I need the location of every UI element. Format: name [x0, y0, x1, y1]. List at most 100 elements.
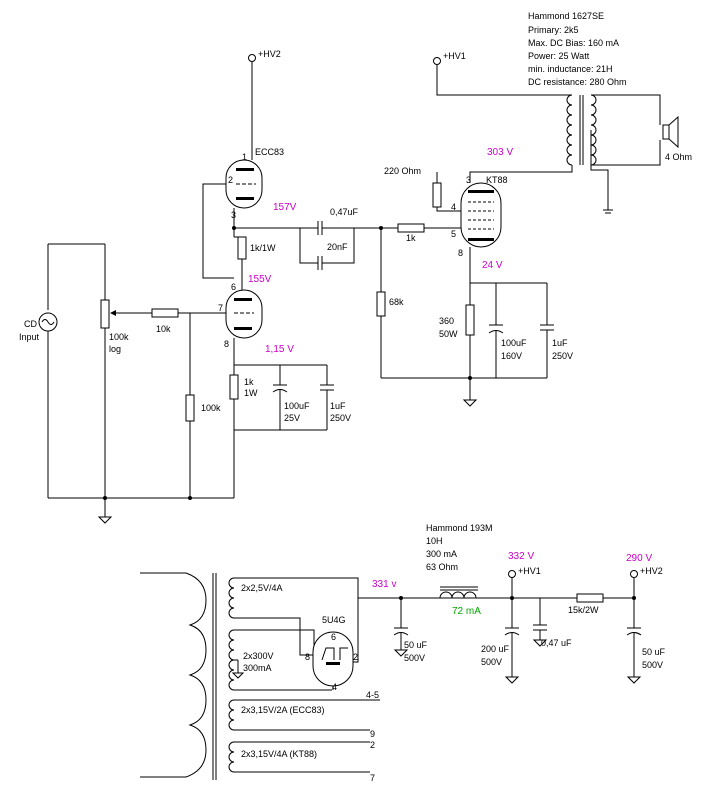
c100u-in-v: 25V [284, 413, 300, 423]
sec-fil2-label: 2x3,15V/2A (ECC83) [241, 705, 325, 715]
speaker-icon [662, 115, 679, 149]
cap-200uf [504, 598, 520, 677]
choke-label: 10H [426, 536, 443, 546]
potentiometer-100k [100, 299, 116, 329]
resistor-10k [113, 308, 179, 318]
cap-047uf-psu [533, 598, 547, 640]
r100k-label: 100k [201, 403, 221, 413]
cap-50uf-first [393, 596, 409, 650]
ground-icon-psu3 [532, 639, 548, 647]
choke-label: Hammond 193M [426, 523, 493, 533]
voltage-157: 157V [273, 202, 297, 213]
resistor-1k1w [234, 236, 247, 290]
rectifier-5u4g [312, 631, 354, 687]
pin-label: 2 [228, 175, 233, 185]
voltage-24: 24 V [482, 260, 503, 271]
c200u-label: 200 uF [481, 644, 510, 654]
c50u-b-label: 50 uF [642, 647, 666, 657]
pin-label: 8 [458, 248, 463, 258]
pin-label: 3 [466, 175, 471, 185]
hv1-label-top: +HV1 [443, 51, 466, 61]
c100u-out-label: 100uF [501, 338, 527, 348]
cap-047uf-coupling [234, 221, 381, 235]
r15k-label: 15k/2W [568, 605, 599, 615]
resistor-1k-cathode [229, 365, 239, 430]
pot-log-label: log [109, 344, 121, 354]
r1k1w-label: 1k/1W [250, 243, 276, 253]
output-transformer [436, 65, 661, 210]
cap-20nf-coupling [299, 228, 355, 270]
hv2-label-top: +HV2 [258, 49, 281, 59]
ground-icon-kt88 [462, 399, 478, 407]
resistor-68k [376, 228, 386, 378]
pin-label: 8 [305, 652, 310, 662]
c50u-b-v: 500V [642, 660, 663, 670]
voltage-115: 1,15 V [265, 344, 294, 355]
c50u-a-v: 500V [404, 653, 425, 663]
cap-1uf-input [320, 365, 334, 430]
spec-line: Power: 25 Watt [528, 51, 590, 61]
voltage-155: 155V [248, 274, 272, 285]
hv2-terminal-psu [630, 570, 638, 598]
pin-label: 5 [451, 229, 456, 239]
ground-icon-ct [231, 672, 245, 679]
input-label: Input [19, 332, 40, 342]
cd-label: CD [24, 319, 37, 329]
pin-label: 7 [370, 773, 375, 783]
choke-label: 63 Ohm [426, 562, 458, 572]
hv1-terminal-top [433, 57, 441, 65]
c100u-out-v: 160V [501, 351, 522, 361]
hammond-spec-block: Hammond 1627SE Primary: 2k5 Max. DC Bias… [528, 11, 627, 87]
r1k-grid-label: 1k [406, 233, 416, 243]
pin-label: 6 [331, 632, 336, 642]
r68k-label: 68k [389, 297, 404, 307]
kt88-tube [460, 182, 502, 248]
choke-193m [439, 586, 577, 599]
hv1-terminal-psu [508, 570, 516, 598]
ecc83-lower-triode [225, 289, 263, 339]
choke-label: 300 mA [426, 549, 457, 559]
voltage-303: 303 V [487, 147, 513, 158]
r360-label: 360 [439, 316, 454, 326]
resistor-1k-grid [380, 223, 461, 233]
pin-label: 2 [370, 740, 375, 750]
pin-label: 8 [224, 339, 229, 349]
cap-100uf-output [488, 283, 504, 378]
c20n-label: 20nF [327, 242, 348, 252]
ground-icon-psu2 [504, 676, 520, 684]
ground-icon-ot [603, 209, 613, 214]
speaker-label: 4 Ohm [665, 152, 692, 162]
c1u-in-label: 1uF [330, 401, 346, 411]
c1u-out-label: 1uF [552, 338, 568, 348]
r10k-label: 10k [156, 324, 171, 334]
voltage-290: 290 V [626, 553, 652, 564]
r1k-cath-label: 1k [244, 377, 254, 387]
pin-label: 9 [370, 729, 375, 739]
power-transformer [140, 572, 235, 780]
c047-psu-label: 0,47 uF [541, 638, 572, 648]
pin-label: 3 [231, 210, 236, 220]
cap-50uf-last [626, 598, 642, 677]
pin-label: 2 [353, 652, 358, 662]
sec-hv-i: 300mA [243, 663, 272, 673]
sec-fil3-label: 2x3,15V/4A (KT88) [241, 749, 317, 759]
pin-label: 6 [231, 282, 236, 292]
spec-line: Primary: 2k5 [528, 25, 579, 35]
r1k-cath-w: 1W [244, 388, 258, 398]
ground-icon-psu4 [626, 676, 642, 684]
voltage-331: 331 v [372, 579, 396, 590]
pin-label: 4 [332, 682, 337, 692]
resistor-220 [432, 172, 461, 212]
current-label: 72 mA [452, 606, 481, 617]
spec-line: Max. DC Bias: 160 mA [528, 38, 619, 48]
hv2-terminal-top [248, 54, 256, 62]
resistor-100k [185, 312, 226, 498]
c100u-in-label: 100uF [284, 401, 310, 411]
sec-hv-label: 2x300V [243, 651, 274, 661]
rect-label: 5U4G [322, 615, 346, 625]
resistor-360 [465, 283, 475, 378]
c50u-a-label: 50 uF [404, 640, 428, 650]
hv2-label-psu: +HV2 [640, 566, 663, 576]
pot-label: 100k [109, 332, 129, 342]
